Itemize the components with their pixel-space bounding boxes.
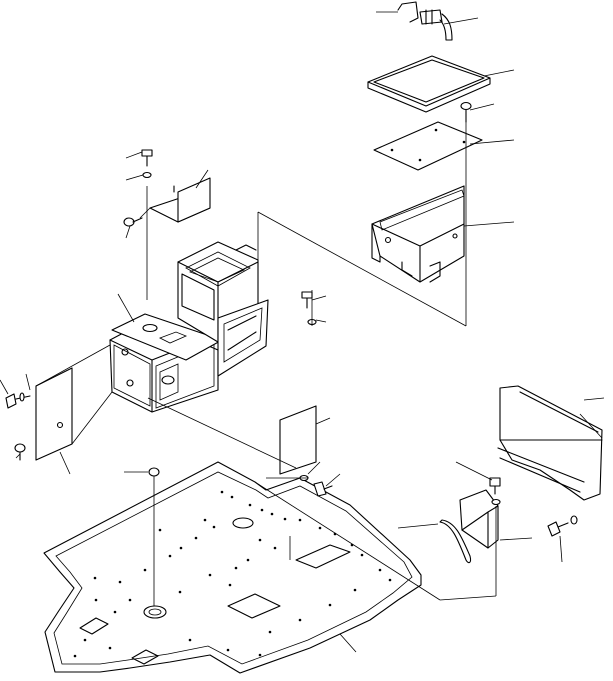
right-side-cover (497, 385, 603, 501)
floor-mat-tray (367, 55, 491, 113)
assembly-lines (35, 122, 497, 606)
bolt-left-side (5, 392, 31, 409)
plate-holes (73, 490, 392, 658)
floor-plate (43, 461, 422, 674)
center-cover-plate (279, 405, 317, 475)
bolt-bracket-right (547, 515, 578, 537)
flat-lid-plate (373, 121, 483, 171)
bracket-assembly (439, 489, 499, 564)
storage-box (371, 185, 465, 283)
bolt-top-left-b (123, 217, 143, 227)
washer-top-left (142, 171, 152, 179)
side-cover-plate (35, 367, 73, 461)
grab-handle (397, 1, 453, 41)
bolt-right-upper (460, 101, 472, 123)
knob-floor (148, 467, 160, 477)
bolt-bracket-top (489, 477, 501, 495)
bolt-top-left-a (141, 149, 153, 167)
bolt-center-low (313, 481, 333, 497)
bolt-left-lower (14, 443, 26, 461)
callout-leaders (0, 11, 605, 653)
washer-bracket (491, 498, 501, 506)
control-stand (109, 241, 269, 413)
bolt-center-right (301, 291, 313, 309)
angled-bracket (149, 177, 211, 223)
